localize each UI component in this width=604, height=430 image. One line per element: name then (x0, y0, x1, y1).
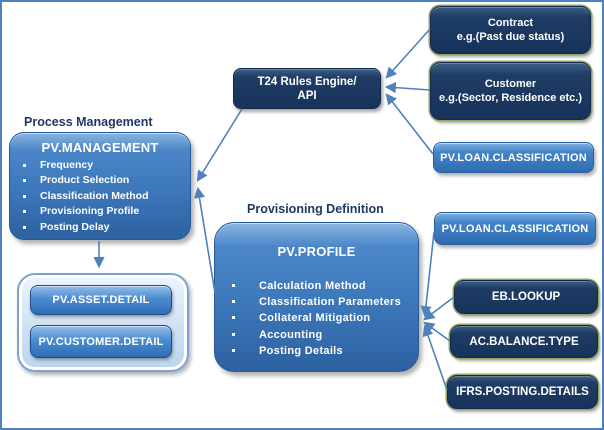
contract-title: Contract (487, 17, 534, 29)
node-customer: Customer e.g.(Sector, Residence etc.) (430, 62, 591, 120)
node-pv-loan-classification-top: PV.LOAN.CLASSIFICATION (433, 142, 594, 173)
provisioning-definition-label: Provisioning Definition (247, 202, 384, 216)
bullet-item: Calculation Method (215, 278, 418, 294)
connector-pvlc-top-to-t24 (385, 93, 434, 155)
customer-subtitle: e.g.(Sector, Residence etc.) (438, 92, 583, 104)
connector-contract-to-t24 (385, 28, 431, 79)
node-ifrs-posting-details: IFRS.POSTING.DETAILS (447, 375, 598, 409)
bullet-item: Product Selection (10, 173, 190, 188)
contract-subtitle: e.g.(Past due status) (456, 31, 565, 43)
ifrs-posting-details-label: IFRS.POSTING.DETAILS (456, 386, 589, 398)
connector-pvlc-mid-to-pv-profile (420, 231, 435, 318)
eb-lookup-label: EB.LOOKUP (491, 291, 561, 303)
connector-ac-balance-to-pv-profile (423, 321, 451, 342)
bullet-item: Posting Details (215, 343, 418, 359)
node-pv-asset-detail: PV.ASSET.DETAIL (30, 285, 172, 315)
connector-eb-lookup-to-pv-profile (423, 296, 455, 321)
connector-t24-to-pv-management (196, 108, 243, 182)
node-contract: Contract e.g.(Past due status) (430, 6, 591, 54)
bullet-item: Frequency (10, 158, 190, 173)
pv-management-title: PV.MANAGEMENT (41, 140, 159, 155)
t24-line1: T24 Rules Engine/ (257, 75, 357, 88)
node-ac-balance-type: AC.BALANCE.TYPE (450, 325, 598, 358)
process-management-label: Process Management (24, 115, 153, 129)
pv-customer-detail-label: PV.CUSTOMER.DETAIL (38, 335, 164, 348)
bullet-item: Provisioning Profile (10, 204, 190, 219)
bullet-item: Collateral Mitigation (215, 310, 418, 326)
node-eb-lookup: EB.LOOKUP (454, 280, 598, 314)
bullet-item: Accounting (215, 327, 418, 343)
connector-ifrs-to-pv-profile (422, 324, 448, 391)
t24-line2: API (297, 89, 317, 102)
connector-pv-profile-to-pv-management (193, 186, 216, 294)
pv-asset-detail-label: PV.ASSET.DETAIL (52, 294, 150, 306)
pv-profile-title: PV.PROFILE (277, 244, 356, 259)
bullet-item: Posting Delay (10, 220, 190, 235)
pv-loan-classification-top-label: PV.LOAN.CLASSIFICATION (440, 151, 587, 164)
customer-title: Customer (484, 78, 537, 90)
ac-balance-type-label: AC.BALANCE.TYPE (469, 335, 579, 348)
node-t24-rules-engine: T24 Rules Engine/ API (233, 68, 381, 109)
bullet-item: Classification Parameters (215, 294, 418, 310)
node-pv-customer-detail: PV.CUSTOMER.DETAIL (30, 325, 172, 358)
node-pv-loan-classification-mid: PV.LOAN.CLASSIFICATION (434, 212, 596, 245)
connector-customer-to-t24 (384, 82, 431, 94)
pv-loan-classification-mid-label: PV.LOAN.CLASSIFICATION (441, 222, 589, 235)
bullet-item: Classification Method (10, 189, 190, 204)
